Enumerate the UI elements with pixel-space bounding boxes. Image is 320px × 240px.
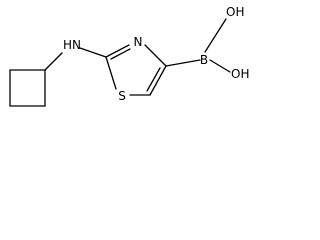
cyclobutane-ring (9, 69, 46, 107)
amine-nitrogen-label: HN (63, 38, 81, 52)
c2-n3-double-bond-inner (110, 48, 131, 60)
thiazole-ring (105, 44, 167, 96)
ring-nitrogen-label: N (134, 35, 143, 49)
hydroxyl-top-label: OH (226, 5, 244, 19)
amine-thiazole-bond (79, 47, 107, 58)
n3-c4-bond (144, 44, 167, 67)
boron-hydroxyl-bottom-bond (209, 59, 231, 73)
boron-hydroxyl-top-bond (204, 18, 227, 53)
c4-c5-double-bond-outer (149, 65, 167, 96)
s1-c2-bond (105, 56, 117, 90)
sulfur-label: S (118, 89, 126, 103)
hydroxyl-bottom-label: OH (231, 67, 249, 81)
boron-label: B (200, 53, 208, 67)
cyclobutyl-amine-bond (44, 52, 63, 71)
c4-boron-bond (165, 59, 201, 67)
c4-c5-double-bond-inner (146, 67, 161, 92)
c2-n3-double-bond-outer (105, 44, 130, 58)
molecule-structure: HN N S B OH OH (9, 5, 249, 107)
